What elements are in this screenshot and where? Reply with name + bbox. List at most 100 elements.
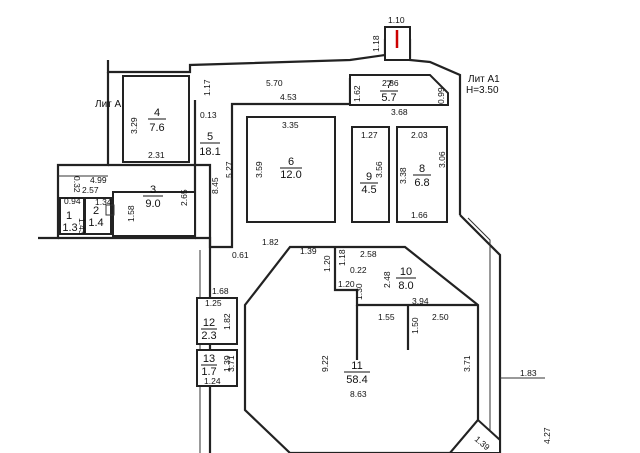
room-9-num: 9: [366, 171, 372, 183]
room-11-area: 58.4: [346, 374, 367, 386]
room-1-num: 1: [66, 210, 72, 222]
room-1-outline: [59, 197, 85, 235]
dim-label: 3.38: [398, 167, 408, 184]
dim-label: 3.35: [282, 120, 299, 130]
room-2-outline: [84, 197, 112, 235]
height-label: H=3.50: [466, 85, 499, 96]
room-9-outline: [351, 126, 390, 223]
dim-label: 1.25: [205, 298, 222, 308]
dim-label: 1.18: [337, 249, 347, 266]
dim-label: 5.27: [224, 161, 234, 178]
dim-label: 1.34: [95, 197, 112, 207]
room-8-area: 6.8: [414, 177, 429, 189]
dim-label: 3.71: [226, 355, 236, 372]
dim-label: 4.99: [90, 175, 107, 185]
dim-label: 1.17: [202, 79, 212, 96]
dim-label: 3.29: [129, 117, 139, 134]
room-5-area: 18.1: [199, 146, 220, 158]
room-7-num: 7: [386, 79, 392, 91]
dim-label: 1.68: [212, 286, 229, 296]
room-labels: 4 7.6 5 18.1 6 12.0 7 5.7 8 6.8 9 4.5 3 …: [62, 79, 431, 386]
room-5-num: 5: [207, 131, 213, 143]
room-1-area: 1.3: [62, 222, 77, 234]
dim-label: 3.59: [254, 161, 264, 178]
room-13-outline: [196, 349, 238, 387]
dim-label: 0.61: [232, 250, 249, 260]
dim-label: 1.39: [222, 355, 232, 372]
dim-label: 1.18: [371, 35, 381, 52]
dim-label: 2.03: [411, 130, 428, 140]
dim-label: 1.83: [520, 368, 537, 378]
room-12-num: 12: [203, 317, 215, 329]
dim-label: 3.56: [374, 161, 384, 178]
dim-label: 9.22: [320, 355, 330, 372]
dim-label: 4.27: [542, 427, 552, 444]
dim-label: 1.50: [410, 317, 420, 334]
dim-label: 0.94: [64, 196, 81, 206]
room-4-num: 4: [154, 107, 160, 119]
dim-label: 0.22: [350, 265, 367, 275]
dim-label: 1.58: [126, 205, 136, 222]
lit-a-label: Лит А: [95, 99, 122, 110]
dim-label: 0.13: [200, 110, 217, 120]
dim-label: 2.31: [148, 150, 165, 160]
dim-label: 5.70: [266, 78, 283, 88]
room-7-area: 5.7: [381, 92, 396, 104]
section-labels: Лит А Лит А1 H=3.50: [95, 74, 500, 110]
dim-label: 4.53: [280, 92, 297, 102]
room-10-num: 10: [400, 266, 412, 278]
dim-label: 1.27: [361, 130, 378, 140]
room-6-num: 6: [288, 156, 294, 168]
dim-label: 3.06: [437, 151, 447, 168]
dim-label: 1.62: [352, 85, 362, 102]
dim-label: 1.10: [388, 15, 405, 25]
dimension-labels: 1.10 1.18 5.70 4.53 1.17 0.13 3.29 2.31 …: [64, 15, 552, 452]
dim-label: 2.57: [82, 185, 99, 195]
room-8-num: 8: [419, 163, 425, 175]
dim-label: 3.94: [412, 296, 429, 306]
dim-label: 1.43: [77, 218, 87, 235]
room-13-num: 13: [203, 353, 215, 365]
dim-label: 1.20: [322, 255, 332, 272]
dim-label: 2.86: [382, 78, 399, 88]
room-13-area: 1.7: [201, 366, 216, 378]
room-8-outline: [396, 126, 448, 223]
room-6-area: 12.0: [280, 169, 301, 181]
dim-label: 2.48: [382, 271, 392, 288]
room-6-outline: [246, 116, 336, 223]
dim-label: 2.65: [179, 189, 189, 206]
room-4-area: 7.6: [149, 122, 164, 134]
dim-label: 1.20: [338, 279, 355, 289]
room-3-num: 3: [150, 184, 156, 196]
room-11-num: 11: [351, 360, 362, 372]
dim-label: 0.99: [436, 87, 446, 104]
dim-label: 1.66: [411, 210, 428, 220]
dim-label: 8.45: [210, 177, 220, 194]
dim-label: 1.82: [222, 313, 232, 330]
room-12-area: 2.3: [201, 330, 216, 342]
dim-label: 3.68: [391, 107, 408, 117]
room-10-area: 8.0: [398, 280, 413, 292]
room-2-num: 2: [93, 205, 99, 217]
room-5-outline: [193, 78, 352, 249]
top-annex: [384, 26, 411, 61]
dim-label: 1.55: [378, 312, 395, 322]
dim-label: 1.24: [204, 376, 221, 386]
room-7-outline: [349, 74, 449, 106]
dim-label: 1.82: [262, 237, 279, 247]
stair-wedge: [448, 418, 501, 453]
room-3-outline: [112, 191, 196, 237]
dim-label: 0.32: [72, 176, 82, 193]
room-9-area: 4.5: [361, 184, 376, 196]
dim-label: 2.50: [432, 312, 449, 322]
lit-a1-label: Лит А1: [468, 74, 500, 85]
dim-label: 1.39: [300, 246, 317, 256]
room-11-outline: [243, 245, 480, 453]
dim-label: 3.71: [462, 355, 472, 372]
room-12-outline: [196, 297, 238, 345]
dim-label: 8.63: [350, 389, 367, 399]
dim-label: 1.30: [354, 283, 364, 300]
dim-label: 2.58: [360, 249, 377, 259]
room-2-area: 1.4: [88, 217, 103, 229]
